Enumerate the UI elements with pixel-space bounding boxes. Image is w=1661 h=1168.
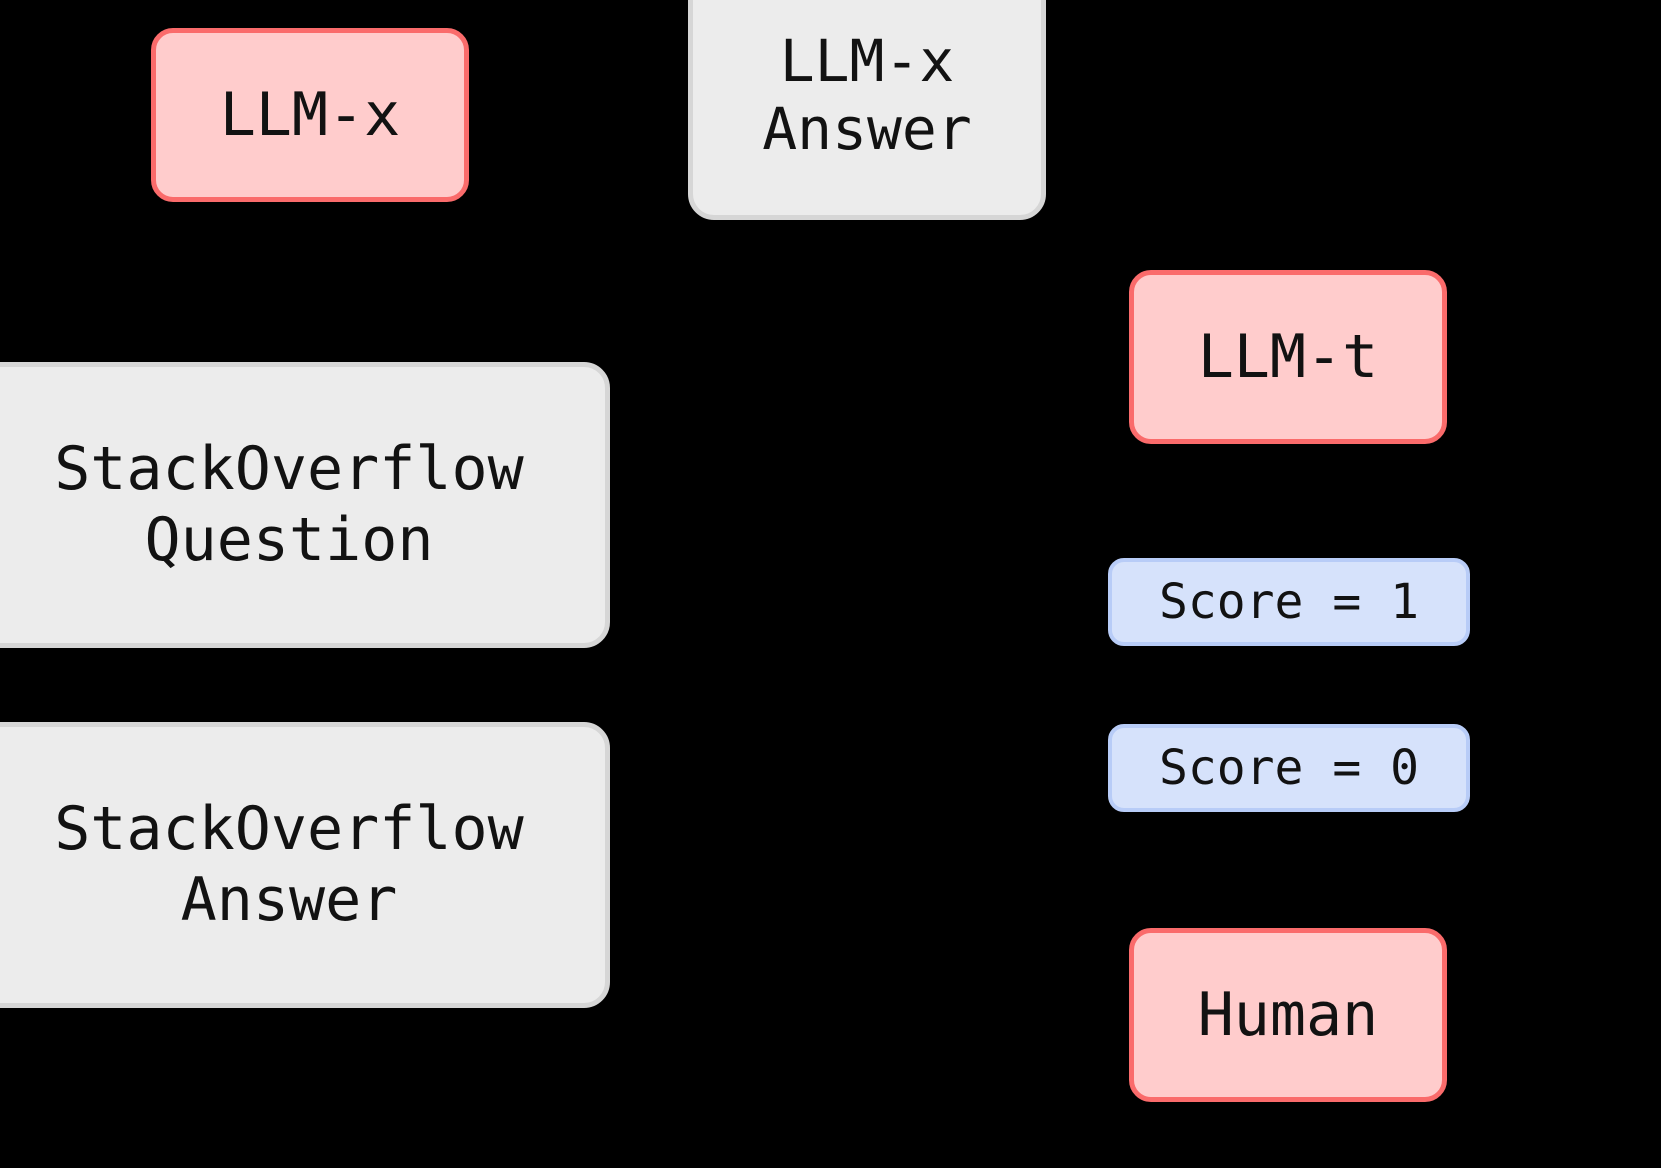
- node-llm-t[interactable]: LLM-t: [1129, 270, 1447, 444]
- node-llm-x-answer[interactable]: LLM-x Answer: [688, 0, 1046, 220]
- node-score-1[interactable]: Score = 1: [1108, 558, 1470, 646]
- node-human[interactable]: Human: [1129, 928, 1447, 1102]
- node-stackoverflow-question[interactable]: StackOverflow Question: [0, 362, 610, 648]
- node-score-0[interactable]: Score = 0: [1108, 724, 1470, 812]
- node-stackoverflow-answer[interactable]: StackOverflow Answer: [0, 722, 610, 1008]
- node-llm-x[interactable]: LLM-x: [151, 28, 469, 202]
